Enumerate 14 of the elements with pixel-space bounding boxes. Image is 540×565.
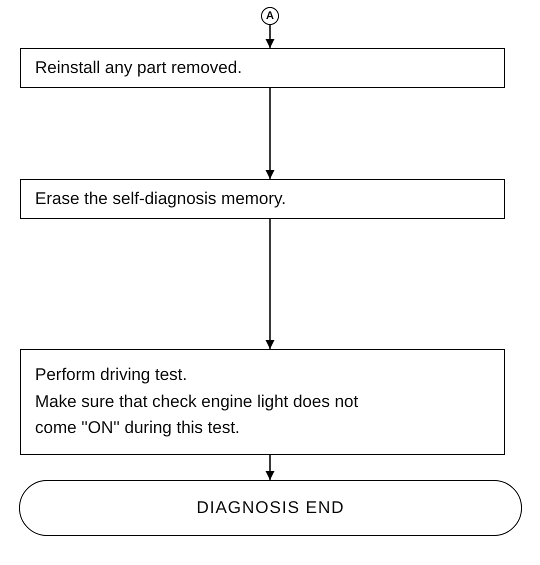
node-text: Make sure that check engine light does not come ''ON'' during this test.	[35, 390, 360, 440]
node-text: Perform driving test.	[35, 364, 188, 386]
process-box	[20, 48, 505, 88]
arrow	[266, 219, 274, 349]
node-text: Reinstall any part removed.	[35, 56, 243, 79]
node-text: A	[266, 10, 274, 22]
arrow	[266, 25, 274, 48]
connector-circle	[261, 7, 279, 25]
process-box	[20, 179, 505, 219]
process-box	[20, 349, 505, 455]
node-text: DIAGNOSIS END	[196, 496, 345, 519]
node-text: Erase the self-diagnosis memory.	[35, 188, 288, 210]
arrow	[266, 88, 274, 179]
arrow	[266, 455, 274, 480]
